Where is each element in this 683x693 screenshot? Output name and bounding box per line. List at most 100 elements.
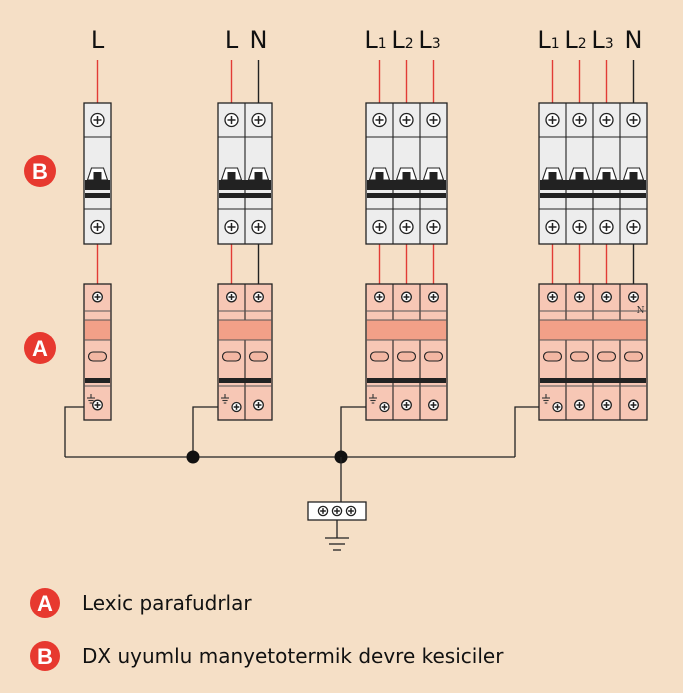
circuit-breaker [217, 102, 273, 245]
earth-lead [64, 406, 84, 457]
phase-label-subscript: 1 [551, 36, 560, 52]
breaker-lever-band [540, 180, 646, 190]
breaker-toggle-knob [602, 172, 611, 181]
status-window [221, 351, 242, 362]
terminal-screw-icon [626, 219, 641, 235]
breaker-lever-band [367, 193, 446, 198]
terminal-screw-icon [628, 291, 639, 303]
status-window [369, 351, 390, 362]
breaker-toggle-knob [575, 172, 584, 181]
terminal-screw-icon [251, 112, 266, 128]
arrester-base-band [85, 378, 110, 383]
phase-label: L1 [537, 26, 559, 54]
circuit-breaker [83, 102, 112, 245]
breaker-toggle-knob [548, 172, 557, 181]
terminal-screw-icon [572, 219, 587, 235]
earth-ground-icon [325, 537, 349, 551]
earth-lead [340, 406, 366, 457]
phase-label-subscript: 2 [578, 36, 587, 52]
terminal-screw-icon [547, 291, 558, 303]
status-window [396, 351, 417, 362]
terminal-screw-icon [574, 399, 585, 411]
breaker-lever-band [219, 193, 271, 198]
phase-label-subscript: 3 [432, 36, 441, 52]
badge-b: B [24, 155, 56, 187]
terminal-screw-icon [374, 291, 385, 303]
legend-text: Lexic parafudrlar [82, 591, 252, 615]
breaker-toggle-knob [93, 172, 102, 181]
terminal-screw-icon [253, 291, 264, 303]
terminal-screw-icon [231, 401, 242, 413]
phase-label: N [625, 26, 643, 54]
terminal-screw-icon [251, 219, 266, 235]
phase-label: L1 [364, 26, 386, 54]
status-window [423, 351, 444, 362]
status-window [542, 351, 563, 362]
breaker-toggle-knob [254, 172, 263, 181]
terminal-screw-icon [92, 291, 103, 303]
terminal-screw-icon [92, 399, 103, 411]
terminal-screw-icon [601, 291, 612, 303]
terminal-screw-icon [90, 219, 105, 235]
circuit-breaker [365, 102, 448, 245]
arrester-body [83, 283, 112, 421]
terminal-screw-icon [428, 399, 439, 411]
terminal-screw-icon [226, 291, 237, 303]
terminal-screw-icon [317, 505, 329, 517]
arrester-band [540, 320, 646, 340]
phase-label: L3 [418, 26, 440, 54]
terminal-screw-icon [545, 219, 560, 235]
terminal-screw-icon [224, 219, 239, 235]
status-window [623, 351, 644, 362]
phase-label: L [225, 26, 239, 54]
terminal-screw-icon [426, 219, 441, 235]
terminal-screw-icon [331, 505, 343, 517]
badge-letter: A [32, 336, 48, 361]
status-window [569, 351, 590, 362]
ground-icon [221, 394, 229, 404]
terminal-screw-icon [399, 112, 414, 128]
arrester-base-band [219, 378, 271, 383]
terminal-screw-icon [399, 219, 414, 235]
arrester-base-band [367, 378, 446, 383]
legend-badge [30, 588, 60, 618]
earth-lead [514, 406, 539, 457]
circuit-breaker [538, 102, 648, 245]
terminal-screw-icon [599, 112, 614, 128]
terminal-screw-icon [379, 401, 390, 413]
breaker-toggle-knob [227, 172, 236, 181]
terminal-screw-icon [372, 112, 387, 128]
terminal-screw-icon [601, 399, 612, 411]
neutral-marker: N [637, 306, 645, 316]
terminal-screw-icon [224, 112, 239, 128]
breaker-lever-band [540, 193, 646, 198]
terminal-screw-icon [372, 219, 387, 235]
arrester-base-band [540, 378, 646, 383]
status-window [248, 351, 269, 362]
badge-circle [24, 155, 56, 187]
breaker-lever-band [219, 180, 271, 190]
terminal-screw-icon [401, 399, 412, 411]
terminal-screw-icon [253, 399, 264, 411]
surge-arrester: N [538, 283, 648, 421]
ground-icon [542, 394, 550, 404]
ground-icon [87, 394, 95, 404]
terminal-screw-icon [599, 219, 614, 235]
phase-label: L [91, 26, 105, 54]
surge-arrester [365, 283, 448, 421]
terminal-screw-icon [626, 112, 641, 128]
phase-label-subscript: 1 [378, 36, 387, 52]
phase-label: L2 [564, 26, 586, 54]
phase-label: N [250, 26, 268, 54]
surge-arrester [83, 283, 112, 421]
arrester-band [85, 320, 110, 340]
junction-dot-icon [186, 450, 200, 464]
pole-group-1: L [64, 26, 112, 457]
breaker-toggle-knob [429, 172, 438, 181]
terminal-screw-icon [545, 112, 560, 128]
